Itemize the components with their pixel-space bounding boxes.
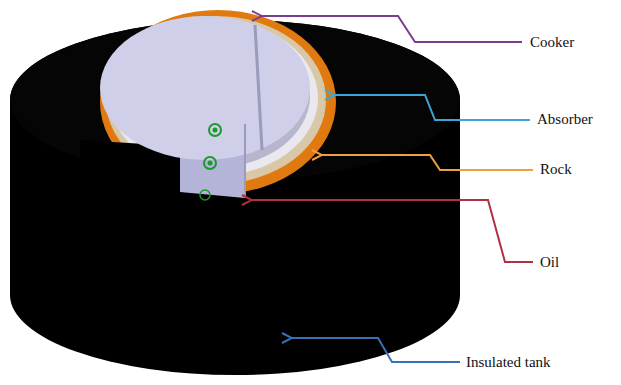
- marker-circle: [204, 157, 216, 169]
- leader-line: [322, 155, 533, 170]
- part-label: Insulated tank: [466, 353, 551, 371]
- leader-line: [262, 16, 522, 42]
- leader-line: [292, 338, 460, 362]
- cooker-cut-edge: [244, 124, 246, 198]
- marker-circle: [200, 190, 210, 200]
- part-label: Oil: [540, 253, 559, 271]
- cooker-cut-edge: [255, 25, 262, 150]
- marker-dot: [213, 128, 218, 133]
- marker-dot: [208, 161, 213, 166]
- cooker-top: [100, 16, 310, 160]
- part-label: Absorber: [537, 110, 593, 128]
- leader-line: [335, 95, 530, 120]
- part-label: Cooker: [530, 33, 574, 51]
- leader-line: [252, 200, 533, 262]
- part-label: Rock: [540, 160, 572, 178]
- marker-circle: [209, 124, 221, 136]
